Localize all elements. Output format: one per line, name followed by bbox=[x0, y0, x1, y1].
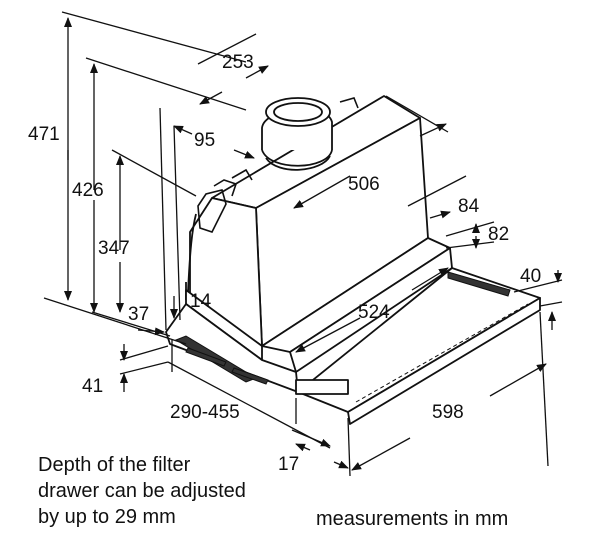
arrow-290-455 bbox=[291, 429, 331, 447]
arrow-524-left bbox=[295, 317, 361, 353]
arrow-253-right bbox=[245, 65, 269, 79]
dim-253: 253 bbox=[222, 52, 254, 73]
arrow-95-right bbox=[233, 149, 255, 159]
dim-84: 84 bbox=[458, 196, 480, 217]
arrow-84 bbox=[429, 210, 451, 219]
dimension-arrows bbox=[64, 17, 562, 471]
dim-14: 14 bbox=[190, 291, 212, 312]
note-line-3: by up to 29 mm bbox=[38, 506, 176, 528]
dim-506: 506 bbox=[348, 174, 380, 195]
dim-426: 426 bbox=[72, 180, 104, 201]
note-line-2: drawer can be adjusted bbox=[38, 480, 246, 502]
filter-drawer bbox=[165, 237, 541, 425]
dimension-labels: 471 426 347 37 14 41 253 95 506 84 82 40… bbox=[28, 52, 541, 475]
arrow-253-left bbox=[199, 91, 223, 105]
arrow-37 bbox=[137, 327, 165, 336]
dim-290-455: 290-455 bbox=[170, 402, 240, 423]
arrow-524-right bbox=[411, 267, 449, 291]
dim-82: 82 bbox=[488, 224, 509, 245]
note-line-1: Depth of the filter bbox=[38, 454, 191, 476]
dim-598: 598 bbox=[432, 402, 464, 423]
units-label: measurements in mm bbox=[316, 508, 509, 530]
extension-lines bbox=[43, 11, 563, 477]
arrow-506-down bbox=[293, 175, 351, 209]
arrow-598-right bbox=[489, 363, 547, 397]
mounting-clips bbox=[197, 97, 359, 233]
arrow-506-up bbox=[419, 123, 447, 137]
arrow-598-left bbox=[351, 437, 411, 471]
dim-17: 17 bbox=[278, 454, 299, 475]
arrow-17-left bbox=[295, 443, 311, 452]
dim-95: 95 bbox=[194, 130, 215, 151]
dim-40: 40 bbox=[520, 266, 541, 287]
filter-drawer-note: Depth of the filter drawer can be adjust… bbox=[38, 452, 338, 530]
dim-41: 41 bbox=[82, 376, 103, 397]
dim-524: 524 bbox=[358, 302, 390, 323]
dim-347: 347 bbox=[98, 238, 130, 259]
arrow-95-left bbox=[173, 125, 193, 135]
duct-connector bbox=[261, 97, 333, 171]
arrow-17-right bbox=[333, 460, 349, 469]
drawer-details bbox=[174, 271, 529, 403]
dim-471: 471 bbox=[28, 124, 60, 145]
dim-37: 37 bbox=[128, 304, 149, 325]
